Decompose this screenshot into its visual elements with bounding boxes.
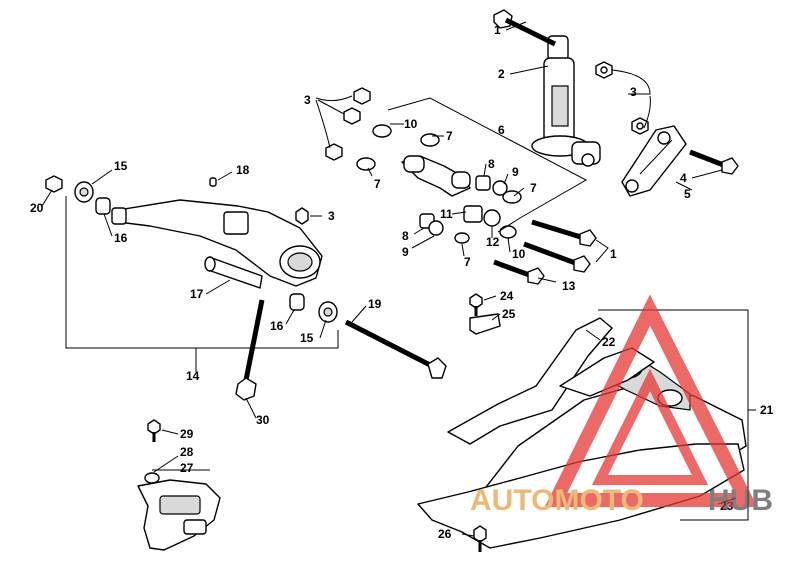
mounting-bracket <box>469 313 501 335</box>
callout-10-washer-a: 10 <box>404 117 418 131</box>
frame-bolt <box>473 525 487 552</box>
callout-13-bolt: 13 <box>562 279 576 293</box>
shock-top-bolt <box>493 9 557 47</box>
a-arm-bushings-left <box>45 175 111 215</box>
rocker-arm <box>401 155 471 197</box>
callout-11-spacer: 11 <box>440 207 453 221</box>
watermark-inner-triangle-icon <box>591 368 709 485</box>
callout-15-bushing-right: 15 <box>300 331 314 345</box>
a-arm-nut <box>295 207 309 225</box>
watermark-logo: AUTOMOTO HUB <box>470 294 773 517</box>
watermark-brand-left: AUTOMOTO <box>470 484 644 517</box>
callout-24-bolt: 24 <box>500 289 514 303</box>
callout-1-shock-bolt: 1 <box>494 23 501 37</box>
rocker-bolts <box>493 219 597 285</box>
a-arm-bushings-right <box>289 293 338 323</box>
through-bolt <box>344 319 447 379</box>
watermark-brand-right: HUB <box>708 484 773 517</box>
grease-fitting <box>209 177 217 187</box>
callout-21-frame: 21 <box>760 403 774 417</box>
rubber-bumper <box>144 472 160 484</box>
bracket-bolt <box>469 293 483 316</box>
callout-26-bolt: 26 <box>438 527 452 541</box>
callout-18-grease-fitting: 18 <box>236 163 250 177</box>
callout-8-bushing-b: 8 <box>402 229 409 243</box>
shock-absorber <box>531 35 601 167</box>
callout-2-shock: 2 <box>498 67 505 81</box>
callout-28-bumper: 28 <box>180 445 194 459</box>
callout-17-shaft: 17 <box>190 287 204 301</box>
cross-shaft <box>204 256 263 289</box>
idler-link <box>621 125 687 197</box>
callout-7-washer-a: 7 <box>446 129 453 143</box>
limiter-bracket <box>137 479 221 551</box>
callout-30-vertical-bolt: 30 <box>256 413 270 427</box>
callout-14-a-arm: 14 <box>186 369 200 383</box>
callout-16-bushing-left: 16 <box>114 231 128 245</box>
callout-3-shock-nut: 3 <box>630 85 637 99</box>
callout-27-limiter: 27 <box>180 461 194 475</box>
callout-20-nut: 20 <box>30 201 44 215</box>
shock-nut <box>595 61 613 79</box>
bumper-screw <box>147 419 161 442</box>
callout-29-screw: 29 <box>180 427 194 441</box>
callout-6-rocker-arm: 6 <box>498 123 505 137</box>
callout-7-washer-c: 7 <box>530 181 537 195</box>
callout-leaders <box>41 21 756 537</box>
callout-9-bearing-a: 9 <box>512 165 519 179</box>
a-arm-vertical-bolt <box>235 299 265 401</box>
callout-5-link: 5 <box>684 187 691 201</box>
callout-10-washer-b: 10 <box>512 247 526 261</box>
callout-8-bushing-a: 8 <box>488 157 495 171</box>
watermark-triangle-icon <box>544 294 758 507</box>
callout-3-a-arm-nut: 3 <box>328 209 335 223</box>
callout-25-bracket: 25 <box>502 307 516 321</box>
callout-22-rail: 22 <box>602 335 616 349</box>
callout-7-washer-d: 7 <box>464 255 471 269</box>
callout-4-link-bolt: 4 <box>680 171 687 185</box>
callout-19-through-bolt: 19 <box>368 297 382 311</box>
callout-12-bushing: 12 <box>486 235 500 249</box>
a-arm-assembly <box>111 199 323 287</box>
callout-15-bushing-left: 15 <box>114 159 128 173</box>
callout-7-washer-b: 7 <box>374 177 381 191</box>
link-nut <box>631 117 649 135</box>
link-bolt <box>689 149 739 175</box>
callout-1-rocker-bolt: 1 <box>610 247 617 261</box>
callout-9-bearing-b: 9 <box>402 245 409 259</box>
callout-3-rocker-nuts: 3 <box>304 93 311 107</box>
callout-labels: 1 2 3 3 4 5 6 7 7 7 7 8 8 9 9 10 10 11 1… <box>30 23 774 541</box>
callout-16-bushing-right: 16 <box>270 319 284 333</box>
